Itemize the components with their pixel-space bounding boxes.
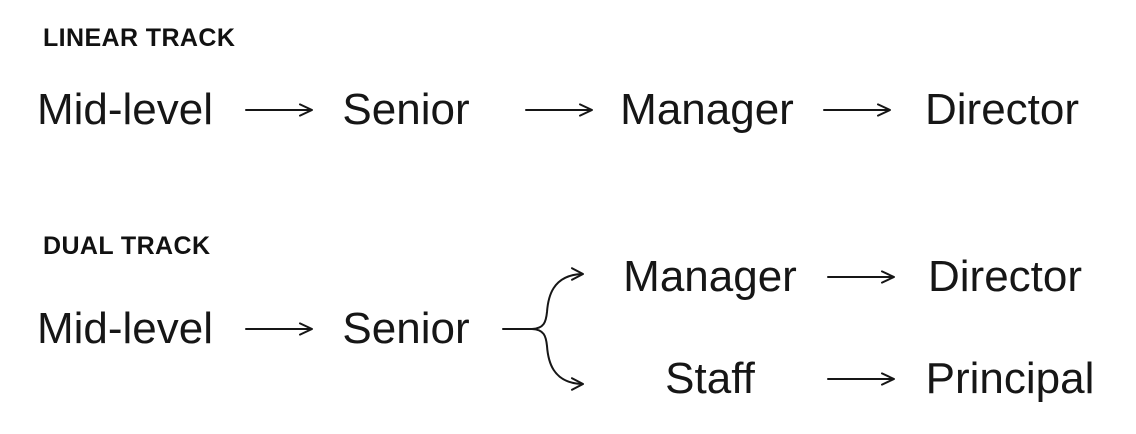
long-arrow-right-icon <box>827 270 895 284</box>
node-dual-mid-level: Mid-level <box>36 304 214 353</box>
dual-track-heading: DUAL TRACK <box>43 232 211 260</box>
long-arrow-right-icon <box>823 103 891 117</box>
node-dual-manager: Manager <box>623 252 797 301</box>
node-linear-senior: Senior <box>342 85 470 134</box>
long-arrow-right-icon <box>245 103 313 117</box>
branch-fork-icon <box>502 267 584 391</box>
long-arrow-right-icon <box>525 103 593 117</box>
node-dual-senior: Senior <box>342 304 470 353</box>
node-dual-staff: Staff <box>665 354 755 403</box>
node-linear-mid-level: Mid-level <box>36 85 214 134</box>
node-dual-principal: Principal <box>925 354 1095 403</box>
long-arrow-right-icon <box>827 372 895 386</box>
long-arrow-right-icon <box>245 322 313 336</box>
node-linear-manager: Manager <box>620 85 794 134</box>
linear-track-heading: LINEAR TRACK <box>43 24 236 52</box>
node-dual-director: Director <box>927 252 1083 301</box>
node-linear-director: Director <box>924 85 1080 134</box>
